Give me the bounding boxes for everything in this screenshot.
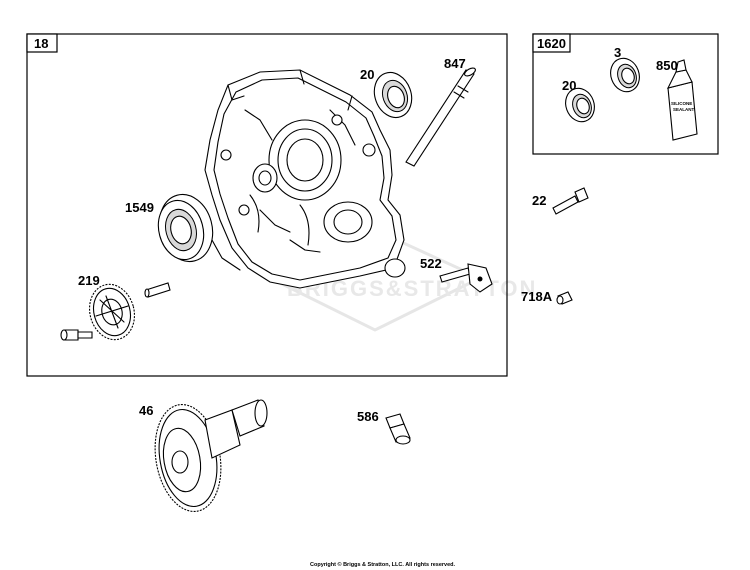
oil-seal-20-kit bbox=[565, 87, 595, 123]
copyright-notice: Copyright © Briggs & Stratton, LLC. All … bbox=[310, 561, 456, 568]
callout-522: 522 bbox=[420, 256, 442, 271]
box-label-1620: 1620 bbox=[537, 36, 566, 51]
oil-seal-20 bbox=[373, 71, 413, 119]
callout-46: 46 bbox=[139, 403, 153, 418]
tube-label-line1: SILICONE bbox=[671, 101, 692, 106]
crankcase-cover bbox=[204, 69, 406, 289]
drain-plug-522 bbox=[439, 263, 493, 293]
plug-586 bbox=[385, 413, 411, 445]
sealant-tube-850: SILICONE SEALANT bbox=[666, 59, 698, 141]
assembly-box-18: 18 bbox=[26, 33, 508, 377]
box-label-18: 18 bbox=[34, 36, 48, 51]
callout-847: 847 bbox=[444, 56, 466, 71]
dipstick-tube-847 bbox=[405, 67, 476, 167]
governor-gear-219 bbox=[88, 283, 136, 341]
callout-850: 850 bbox=[656, 58, 678, 73]
pin bbox=[144, 282, 171, 298]
bolt-small bbox=[60, 329, 93, 341]
callout-20-kit: 20 bbox=[562, 78, 576, 93]
callout-20-top: 20 bbox=[360, 67, 374, 82]
callout-1549: 1549 bbox=[125, 200, 154, 215]
camshaft-46 bbox=[154, 399, 268, 513]
dowel-pin-718a bbox=[556, 291, 573, 305]
callout-586: 586 bbox=[357, 409, 379, 424]
kit-box-1620: 1620 bbox=[532, 33, 719, 155]
tube-label-line2: SEALANT bbox=[673, 107, 695, 112]
callout-718a: 718A bbox=[521, 289, 553, 304]
ball-bearing-1549 bbox=[157, 193, 214, 263]
bolt-22 bbox=[552, 187, 589, 215]
callout-3: 3 bbox=[614, 45, 621, 60]
seal-3 bbox=[610, 57, 640, 93]
callout-219: 219 bbox=[78, 273, 100, 288]
callout-22: 22 bbox=[532, 193, 546, 208]
